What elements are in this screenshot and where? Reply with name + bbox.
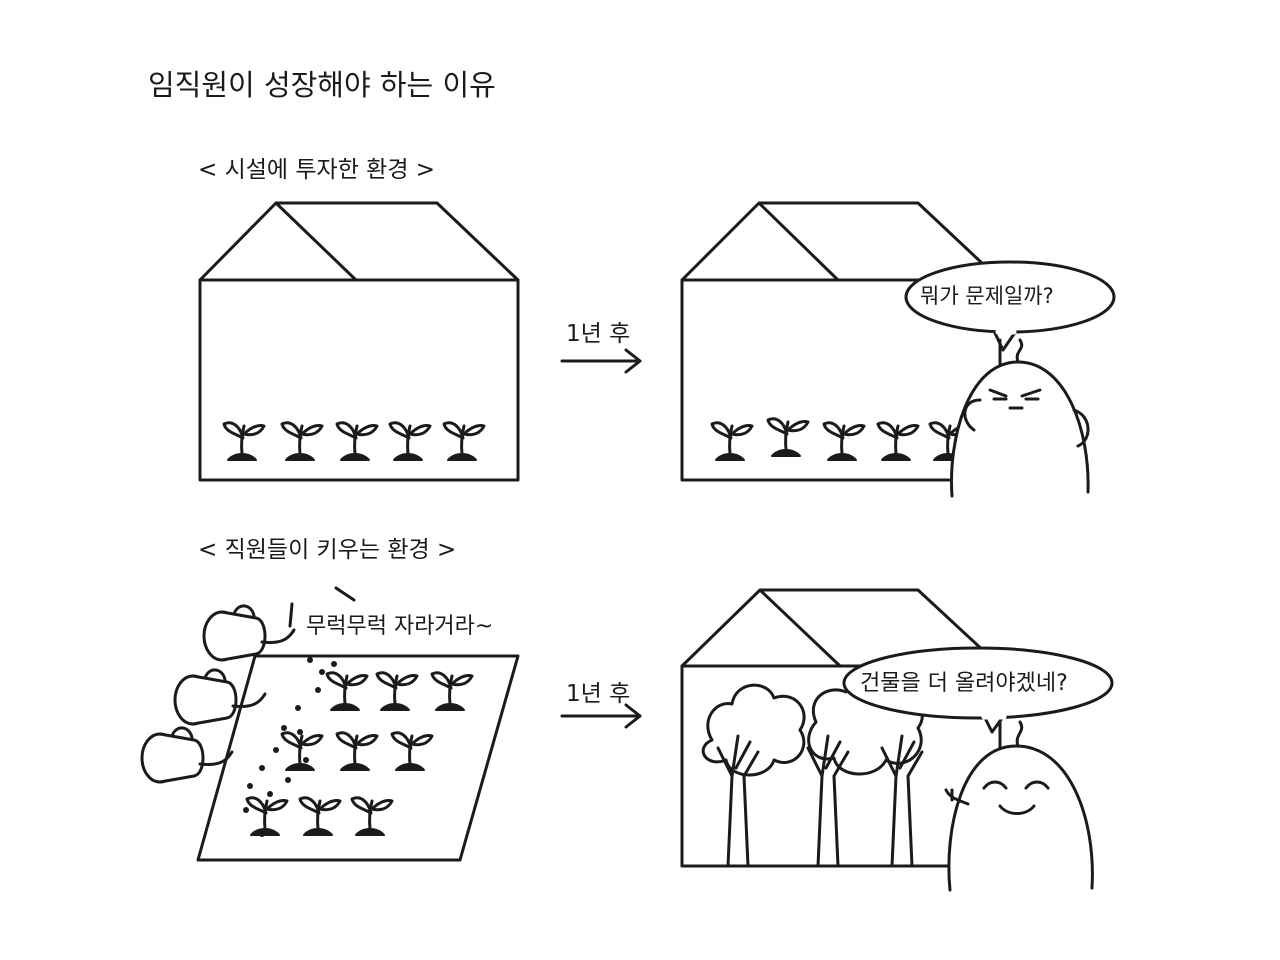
speech-bubble-2 [842, 646, 1114, 734]
character-puzzled [950, 338, 1090, 498]
motion-lines [288, 586, 356, 628]
character-happy [944, 720, 1094, 892]
water-drops [243, 657, 337, 837]
speech-text-staff: 건물을 더 올려야겠네? [860, 671, 1068, 696]
page-title: 임직원이 성장해야 하는 이유 [148, 68, 496, 102]
arrow-right-icon [560, 348, 642, 374]
speech-bubble-1 [904, 260, 1116, 370]
speech-text-facility: 뭐가 문제일까? [920, 284, 1054, 308]
arrow-label-facility: 1년 후 [566, 321, 631, 347]
caption-grow: 무럭무럭 자라거라~ [306, 614, 494, 639]
watering-can-icon [140, 604, 296, 784]
greenhouse-forest [680, 588, 1002, 868]
sprout-row-after [710, 417, 972, 462]
greenhouse-before [198, 201, 520, 482]
section-label-facility: < 시설에 투자한 환경 > [198, 157, 436, 183]
sprout-row-before [222, 421, 486, 462]
greenhouse-after [680, 201, 1002, 482]
arrow-right-icon [560, 703, 642, 729]
seedling-field [196, 654, 520, 862]
section-label-staff: < 직원들이 키우는 환경 > [198, 537, 457, 563]
arrow-label-staff: 1년 후 [566, 681, 631, 707]
